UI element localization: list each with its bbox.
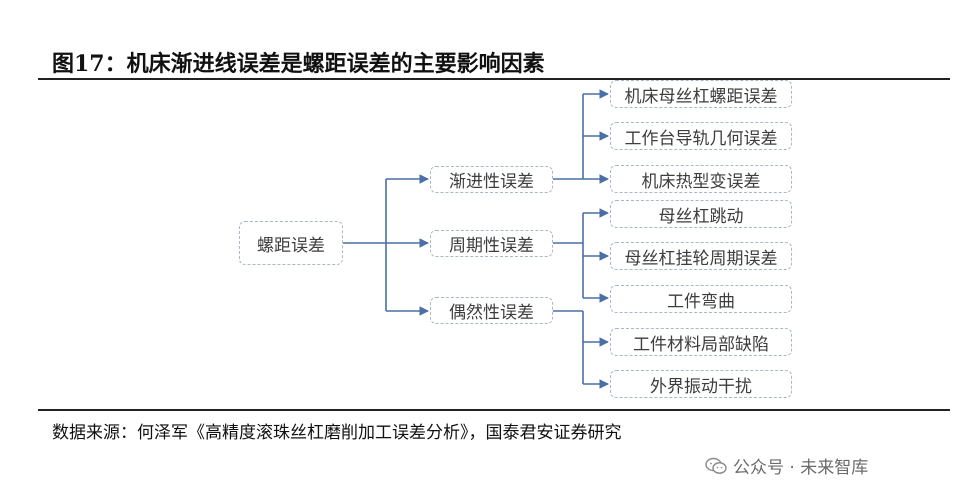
cause-node: 母丝杠挂轮周期误差	[610, 242, 792, 270]
figure-title: 图17：机床渐进线误差是螺距误差的主要影响因素	[52, 51, 545, 77]
category-node-progressive: 渐进性误差	[430, 166, 553, 193]
cause-node: 机床母丝杠螺距误差	[610, 80, 792, 108]
watermark: 公众号 · 未来智库	[705, 453, 868, 478]
category-node-random: 偶然性误差	[430, 297, 553, 324]
category-node-periodic: 周期性误差	[430, 230, 553, 257]
top-rule	[38, 78, 950, 80]
cause-node: 机床热型变误差	[610, 165, 792, 193]
cause-node: 工作台导轨几何误差	[610, 122, 792, 150]
watermark-text: 公众号 · 未来智库	[733, 458, 869, 478]
cause-node: 工件弯曲	[610, 285, 792, 313]
bottom-rule	[38, 409, 950, 411]
wechat-icon	[705, 457, 727, 474]
cause-node: 母丝杠跳动	[610, 200, 792, 228]
cause-node: 外界振动干扰	[610, 370, 792, 398]
root-node: 螺距误差	[239, 221, 343, 265]
cause-node: 工件材料局部缺陷	[610, 328, 792, 356]
source-note: 数据来源：何泽军《高精度滚珠丝杠磨削加工误差分析》，国泰君安证券研究	[52, 423, 622, 443]
